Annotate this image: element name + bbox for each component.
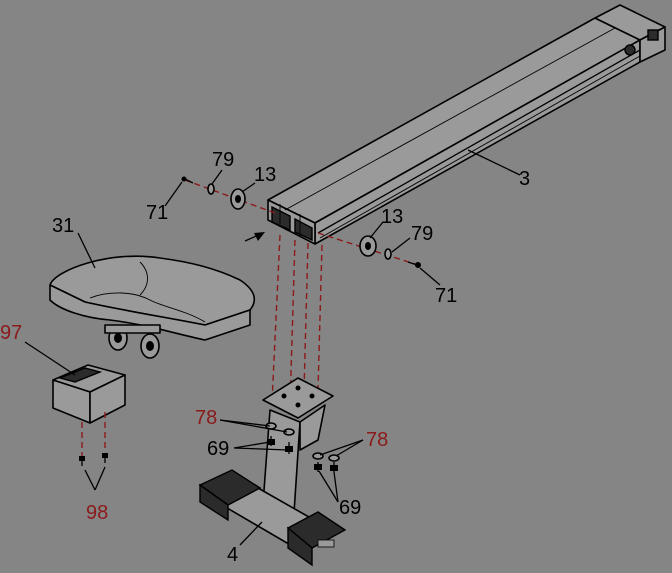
callout-3: 3 xyxy=(519,168,530,190)
alignment-dashes-rail xyxy=(271,234,323,407)
callout-69-left: 69 xyxy=(207,438,229,460)
callout-13-right: 13 xyxy=(381,206,403,228)
callout-79-left: 79 xyxy=(212,149,234,171)
callout-78-right: 78 xyxy=(366,429,388,451)
callout-71-left: 71 xyxy=(146,202,168,224)
front-support-part-4 xyxy=(198,377,347,567)
callout-98: 98 xyxy=(86,502,108,524)
seat-part-31 xyxy=(49,255,256,359)
end-cap-screws xyxy=(79,412,108,466)
callout-13-left: 13 xyxy=(254,164,276,186)
hardware-right xyxy=(317,232,421,268)
end-cap-part-97 xyxy=(52,364,126,424)
hardware-left xyxy=(181,176,276,214)
rail-part-3 xyxy=(244,4,666,245)
callout-31: 31 xyxy=(52,215,74,237)
callout-79-right: 79 xyxy=(411,223,433,245)
callout-labels: 3 79 13 71 31 13 79 71 97 78 69 78 69 98… xyxy=(0,149,530,566)
callout-97: 97 xyxy=(0,322,22,344)
callout-4: 4 xyxy=(227,544,238,566)
callout-69-right: 69 xyxy=(339,497,361,519)
leader-lines xyxy=(24,149,521,546)
callout-78-left: 78 xyxy=(195,407,217,429)
callout-71-right: 71 xyxy=(435,285,457,307)
